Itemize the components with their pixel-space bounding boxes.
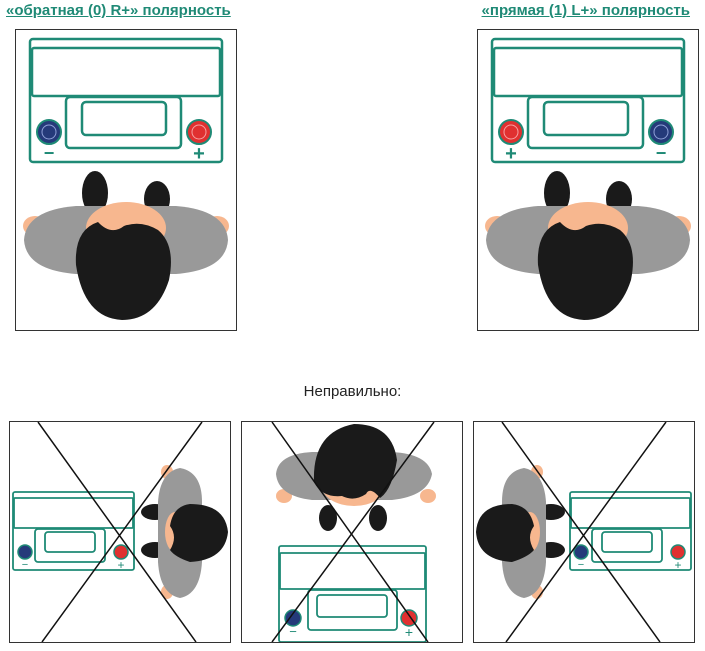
reverse-polarity-link[interactable]: «обратная (0) R+» полярность bbox=[6, 2, 231, 19]
cross-mark bbox=[501, 422, 667, 642]
minus-sign: − bbox=[656, 143, 667, 163]
plus-sign: + bbox=[505, 143, 517, 165]
battery-diagram bbox=[490, 37, 686, 164]
plus-sign: + bbox=[674, 558, 681, 572]
minus-sign: − bbox=[289, 624, 297, 639]
minus-sign: − bbox=[22, 559, 28, 571]
negative-terminal bbox=[573, 544, 589, 560]
negative-terminal bbox=[17, 544, 33, 560]
wrong-panel-right: − + bbox=[473, 421, 695, 643]
positive-terminal bbox=[113, 544, 129, 560]
positive-terminal bbox=[498, 119, 524, 145]
direct-polarity-panel: + − bbox=[477, 29, 699, 331]
positive-terminal bbox=[670, 544, 686, 560]
cross-mark bbox=[271, 422, 435, 642]
reverse-polarity-panel: − + bbox=[15, 29, 237, 331]
person-figure bbox=[276, 424, 436, 531]
minus-sign: − bbox=[44, 143, 55, 163]
person-figure bbox=[141, 465, 228, 599]
negative-terminal bbox=[284, 609, 302, 627]
minus-sign: − bbox=[578, 559, 584, 571]
plus-sign: + bbox=[193, 143, 205, 165]
positive-terminal bbox=[186, 119, 212, 145]
negative-terminal bbox=[36, 119, 62, 145]
battery-diagram bbox=[28, 37, 224, 164]
person-figure bbox=[476, 465, 565, 599]
person-figure bbox=[23, 171, 229, 320]
plus-sign: + bbox=[117, 558, 124, 572]
cross-mark bbox=[37, 422, 203, 642]
negative-terminal bbox=[648, 119, 674, 145]
incorrect-caption: Неправильно: bbox=[303, 383, 402, 400]
person-figure bbox=[485, 171, 691, 320]
battery-diagram bbox=[569, 491, 692, 571]
battery-diagram bbox=[278, 545, 427, 642]
wrong-panel-below: − + bbox=[241, 421, 463, 643]
plus-sign: + bbox=[405, 624, 413, 640]
wrong-panel-left: − + bbox=[9, 421, 231, 643]
battery-diagram bbox=[12, 491, 135, 571]
direct-polarity-link[interactable]: «прямая (1) L+» полярность bbox=[481, 2, 690, 19]
